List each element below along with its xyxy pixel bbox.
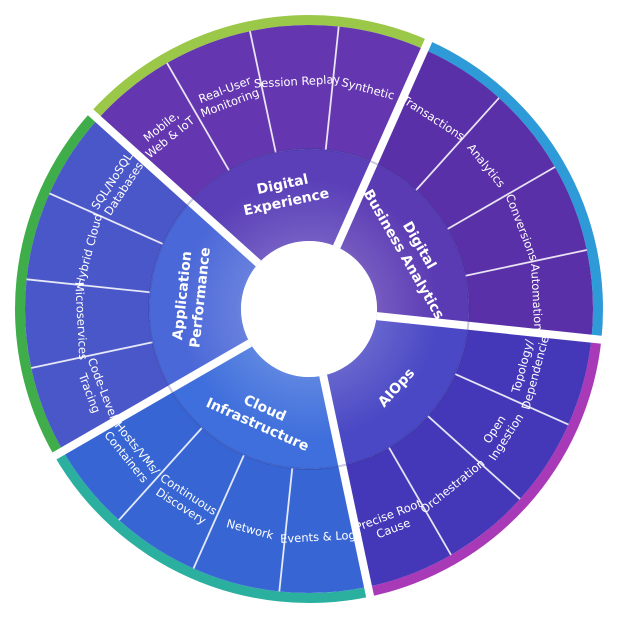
- segment-divider: [192, 454, 245, 569]
- segment-real-user-monitoring: [167, 31, 276, 171]
- segment-continuous-discovery: [118, 427, 244, 569]
- outer-ring-layer: [14, 14, 603, 604]
- segment-label-automation-line: Automation: [528, 263, 545, 331]
- segment-network: [193, 455, 293, 592]
- segment-divider: [278, 468, 294, 592]
- segment-divider: [465, 249, 587, 277]
- center-hole: [241, 241, 377, 377]
- segment-divider: [388, 447, 452, 556]
- segment-precise-root-cause: [342, 447, 451, 587]
- segment-divider: [427, 415, 521, 500]
- segment-label-microservices-line: Microservices: [72, 282, 90, 361]
- segment-open-ingestion: [427, 374, 569, 500]
- segment-session-replay: [249, 25, 339, 153]
- ring-cloud-infrastructure: [54, 451, 371, 604]
- segment-conversions: [447, 167, 587, 276]
- segment-analytics: [416, 97, 555, 229]
- segment-microservices: [25, 279, 153, 369]
- segment-divider: [26, 278, 150, 294]
- segment-orchestration: [389, 416, 521, 555]
- segment-topology-dependencies: [455, 325, 592, 425]
- segment-hybrid-cloud: [26, 193, 163, 293]
- segment-label-session-replay: Session Replay: [254, 72, 341, 91]
- segment-label-automation: Automation: [528, 263, 545, 331]
- ring-aiops: [368, 338, 602, 597]
- segment-synthetic: [325, 26, 425, 163]
- ring-digital-business-analytics: [424, 40, 603, 340]
- segment-divider: [447, 166, 556, 230]
- segment-divider: [166, 62, 230, 171]
- segment-sql-nosql-databases: [49, 118, 191, 244]
- segment-divider: [415, 97, 500, 191]
- segment-divider: [324, 26, 340, 150]
- segment-code-level-tracing: [31, 342, 171, 451]
- segment-automation: [465, 249, 594, 339]
- ring-digital-experience: [90, 14, 429, 119]
- segment-divider: [454, 373, 569, 426]
- segment-transactions: [374, 49, 500, 191]
- segment-mobile-web-iot: [97, 63, 229, 202]
- segment-divider: [249, 31, 277, 153]
- segment-divider: [31, 341, 153, 369]
- segment-label-events-logs: Events & Logs: [280, 528, 362, 546]
- segment-hosts-vms-containers: [63, 389, 202, 521]
- segment-label-microservices: Microservices: [72, 282, 90, 361]
- segment-divider: [49, 192, 164, 245]
- segment-divider: [118, 427, 203, 521]
- band-boundary: [148, 148, 470, 470]
- segment-label-events-logs-line: Events & Logs: [280, 528, 362, 546]
- segment-label-session-replay-line: Session Replay: [254, 72, 341, 91]
